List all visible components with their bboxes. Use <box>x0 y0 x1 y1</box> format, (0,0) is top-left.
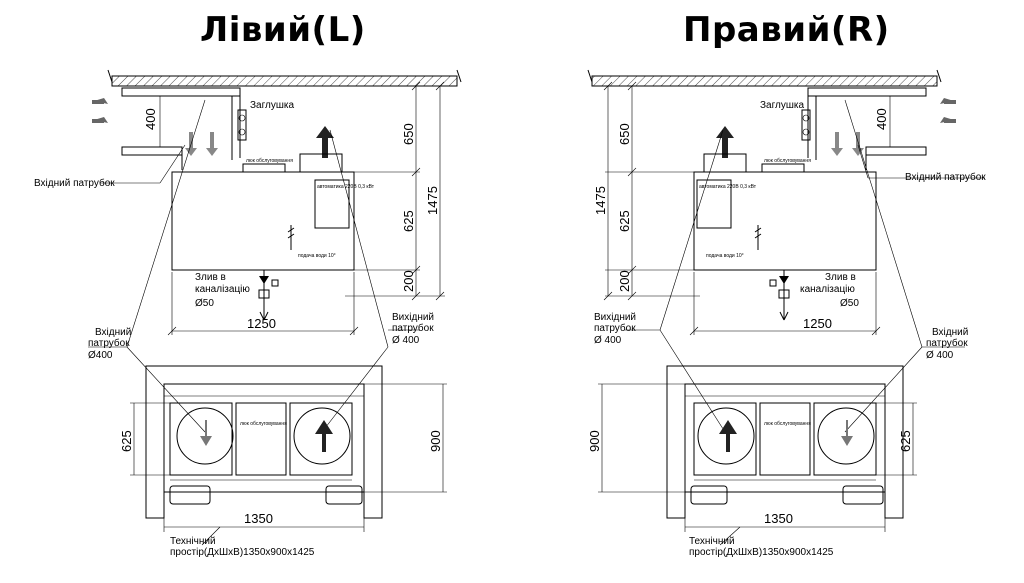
automation-label-left: автоматика 220В 0,3 кВт <box>317 184 375 190</box>
ceiling-slab-right <box>587 69 942 87</box>
plan-hatch-label-left: люк обслуговування <box>240 421 287 427</box>
dim-625-plan-right: 625 <box>898 430 913 452</box>
plan-hatch-label-right: люк обслуговування <box>764 421 811 427</box>
dim-625-plan-left: 625 <box>119 430 134 452</box>
dim-650-left: 650 <box>401 123 416 145</box>
title-left: Лівий(L) <box>200 10 366 50</box>
inlet-pipe-1-right: Вхідний <box>932 327 968 338</box>
dim-900-plan-right: 900 <box>587 430 602 452</box>
tech-space-1-right: Технічний <box>689 536 735 547</box>
outlet-pipe-2-left: патрубок <box>392 322 434 334</box>
drain-label-1-right: Злив в <box>825 272 856 283</box>
plan-view-right <box>666 365 904 519</box>
dim-1250-right <box>689 272 881 336</box>
left-variant <box>88 69 462 546</box>
drain-label-2-right: каналізацію <box>800 284 855 295</box>
plan-view-left <box>145 365 383 519</box>
inlet-pipe-2-left: патрубок <box>88 337 130 349</box>
dim-1475-right: 1475 <box>593 186 608 215</box>
dim-1250-label-left: 1250 <box>247 316 276 331</box>
ceiling-slab-left <box>107 69 462 87</box>
dim-1250-left <box>167 272 359 336</box>
exhaust-arrow-left <box>316 126 334 158</box>
drain-label-1-left: Злив в <box>195 272 226 283</box>
dim-1350-left: 1350 <box>244 511 273 526</box>
inlet-duct-right <box>801 87 927 170</box>
plan-dims-left <box>130 383 447 546</box>
inlet-pipe-1-left: Вхідний <box>95 327 131 338</box>
supply-arrows-left <box>185 132 218 156</box>
tech-space-1-left: Технічний <box>170 536 216 547</box>
dim-650-right: 650 <box>617 123 632 145</box>
dim-625-left: 625 <box>401 210 416 232</box>
dim-1250-label-right: 1250 <box>803 316 832 331</box>
drain-left <box>258 270 279 321</box>
plan-dims-right <box>598 383 917 546</box>
dim-1475-left: 1475 <box>425 186 440 215</box>
outlet-pipe-diam-right: Ø 400 <box>594 335 622 346</box>
right-variant <box>587 69 985 546</box>
leaders-right <box>625 99 985 433</box>
inlet-label-right: Вхідний патрубок <box>905 171 986 183</box>
automation-box-right <box>696 179 732 229</box>
supply-arrows-right <box>831 132 864 156</box>
tech-space-2-left: простір(ДхШхВ)1350х900х1425 <box>170 547 315 558</box>
service-hatch-label-right: люк обслуговування <box>764 158 811 164</box>
outlet-pipe-diam-left: Ø 400 <box>392 335 420 346</box>
dims-vertical-left <box>342 81 445 301</box>
dim-200-right: 200 <box>617 270 632 292</box>
inlet-duct-left <box>121 87 247 170</box>
automation-box-left <box>314 179 350 229</box>
plug-label-right: Заглушка <box>760 100 804 111</box>
leaders-left <box>88 99 420 433</box>
dim-200-left: 200 <box>401 270 416 292</box>
dim-625-right: 625 <box>617 210 632 232</box>
water-supply-label-left: подача води 10° <box>298 253 336 259</box>
drain-diam-left: Ø50 <box>195 298 214 309</box>
tech-space-2-right: простір(ДхШхВ)1350х900х1425 <box>689 547 834 558</box>
service-hatch-label-left: люк обслуговування <box>246 158 293 164</box>
dims-vertical-right <box>603 81 706 301</box>
water-supply-label-right: подача води 10° <box>706 253 744 259</box>
inlet-pipe-diam-right: Ø 400 <box>926 350 954 361</box>
drain-right <box>769 270 790 321</box>
inlet-label-left: Вхідний патрубок <box>34 177 115 189</box>
inlet-arrows-left <box>92 98 108 123</box>
drain-label-2-left: каналізацію <box>195 284 250 295</box>
dim-400-right: 400 <box>874 108 889 130</box>
inlet-arrows-right <box>940 98 956 123</box>
exhaust-arrow-right <box>716 126 734 158</box>
dim-400-left: 400 <box>143 108 158 130</box>
outlet-pipe-2-right: патрубок <box>594 322 636 334</box>
automation-label-right: автоматика 220В 0,3 кВт <box>699 184 757 190</box>
drain-diam-right: Ø50 <box>840 298 859 309</box>
plug-label-left: Заглушка <box>250 100 294 111</box>
dim-1350-right: 1350 <box>764 511 793 526</box>
inlet-pipe-diam-left: Ø400 <box>88 350 113 361</box>
outlet-pipe-1-right: Вихідний <box>594 312 636 323</box>
inlet-pipe-2-right: патрубок <box>926 337 968 349</box>
title-right: Правий(R) <box>683 10 890 50</box>
outlet-pipe-1-left: Вихідний <box>392 312 434 323</box>
dim-900-plan-left: 900 <box>428 430 443 452</box>
